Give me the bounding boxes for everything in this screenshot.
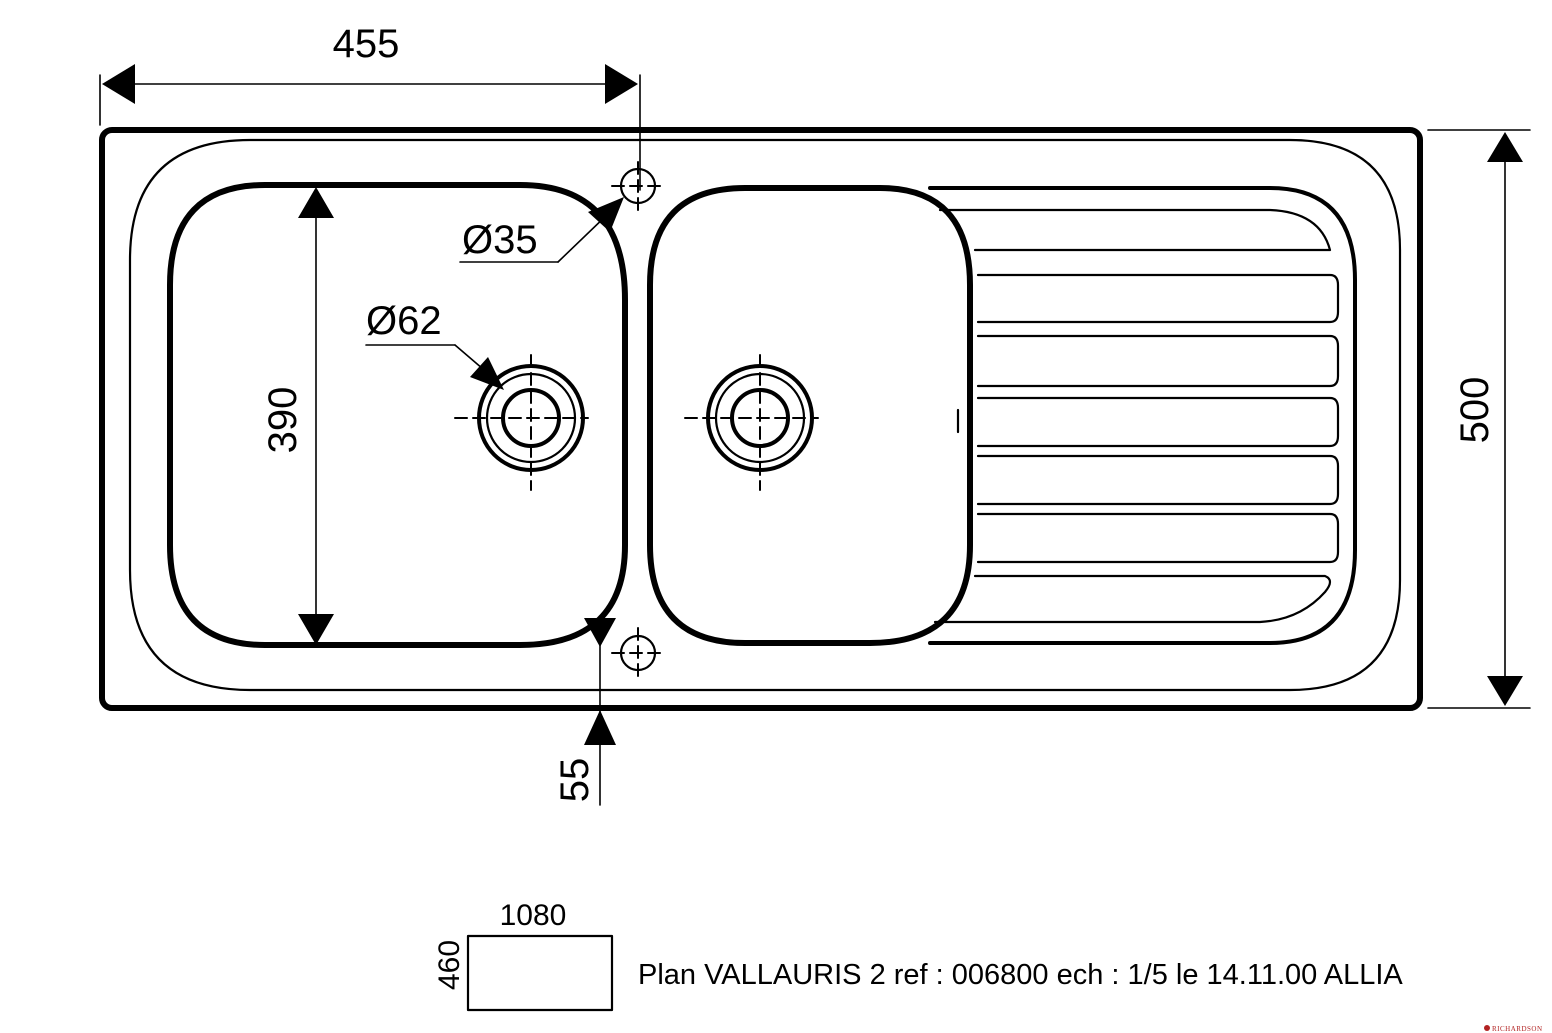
drawing-caption: Plan VALLAURIS 2 ref : 006800 ech : 1/5 …: [638, 959, 1403, 991]
dimension-bowl-height-label: 390: [261, 387, 305, 454]
tap-hole-bottom-symbol: [611, 627, 665, 679]
dimension-width-top: [99, 64, 641, 191]
dimension-bowl-height: [298, 187, 334, 645]
right-bowl-outline: [647, 185, 973, 646]
dimension-offset-bottom: [584, 618, 616, 806]
drainer-ribs: [933, 208, 1340, 624]
tap-hole-leader: [459, 197, 624, 263]
left-drain-symbol: [454, 354, 589, 491]
drain-label: Ø62: [366, 299, 442, 343]
logo-mark: [1484, 1025, 1490, 1031]
dimension-offset-bottom-label: 55: [553, 758, 597, 803]
cutout-rectangle: [466, 934, 614, 1012]
dimension-height-right: [1427, 129, 1531, 709]
cutout-height-label: 460: [433, 940, 466, 990]
left-bowl-outline: [167, 182, 628, 648]
sink-outer-outline: [99, 127, 1423, 711]
tap-hole-top-symbol: [611, 161, 665, 211]
right-drain-symbol: [684, 354, 819, 491]
dimension-width-top-label: 455: [333, 22, 400, 66]
sink-inner-rim: [128, 138, 1402, 692]
logo-text: RICHARDSON: [1492, 1025, 1543, 1033]
drainer-outline: [928, 186, 1357, 645]
dimension-height-right-label: 500: [1453, 377, 1497, 444]
tap-hole-label: Ø35: [462, 218, 538, 262]
drain-leader: [365, 344, 504, 390]
cutout-width-label: 1080: [500, 899, 567, 932]
